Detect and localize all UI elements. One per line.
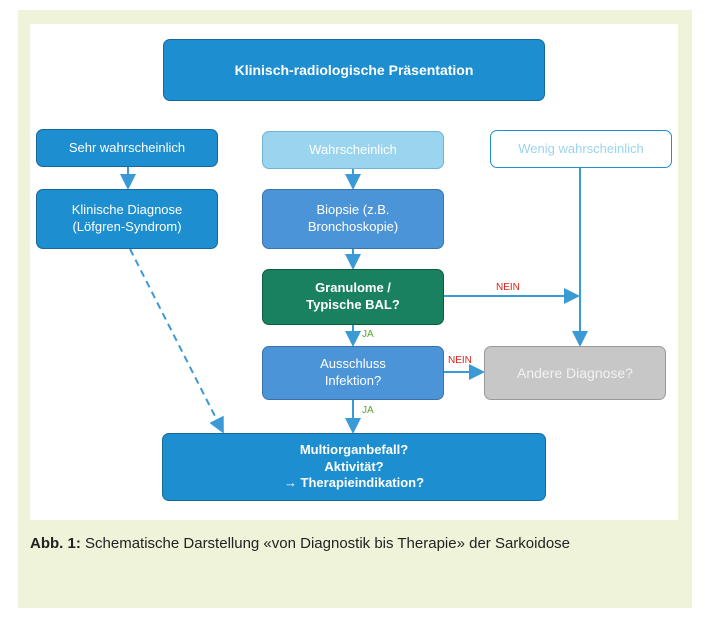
label-ja-ausschluss: JA [362, 405, 374, 416]
node-andere-diagnose: Andere Diagnose? [484, 346, 666, 400]
node-biopsie: Biopsie (z.B. Bronchoskopie) [262, 189, 444, 249]
label-ja-granulome: JA [362, 329, 374, 340]
node-klinisch-radiologische-praesentation: Klinisch-radiologische Präsentation [163, 39, 545, 101]
node-ausschluss-infektion: Ausschluss Infektion? [262, 346, 444, 400]
node-klinische-diagnose: Klinische Diagnose (Löfgren-Syndrom) [36, 189, 218, 249]
figure-caption: Abb. 1: Schematische Darstellung «von Di… [30, 533, 670, 555]
node-granulome: Granulome / Typische BAL? [262, 269, 444, 325]
caption-label: Abb. 1: [30, 535, 81, 552]
node-sehr-wahrscheinlich: Sehr wahrscheinlich [36, 129, 218, 167]
caption-text: Schematische Darstellung «von Diagnostik… [80, 535, 570, 552]
label-nein-ausschluss: NEIN [448, 355, 472, 366]
node-multiorganbefall: Multiorganbefall? Aktivität? → Therapiei… [162, 433, 546, 501]
node-wenig-wahrscheinlich: Wenig wahrscheinlich [490, 130, 672, 168]
node-wahrscheinlich: Wahrscheinlich [262, 131, 444, 169]
label-nein-granulome: NEIN [496, 282, 520, 293]
